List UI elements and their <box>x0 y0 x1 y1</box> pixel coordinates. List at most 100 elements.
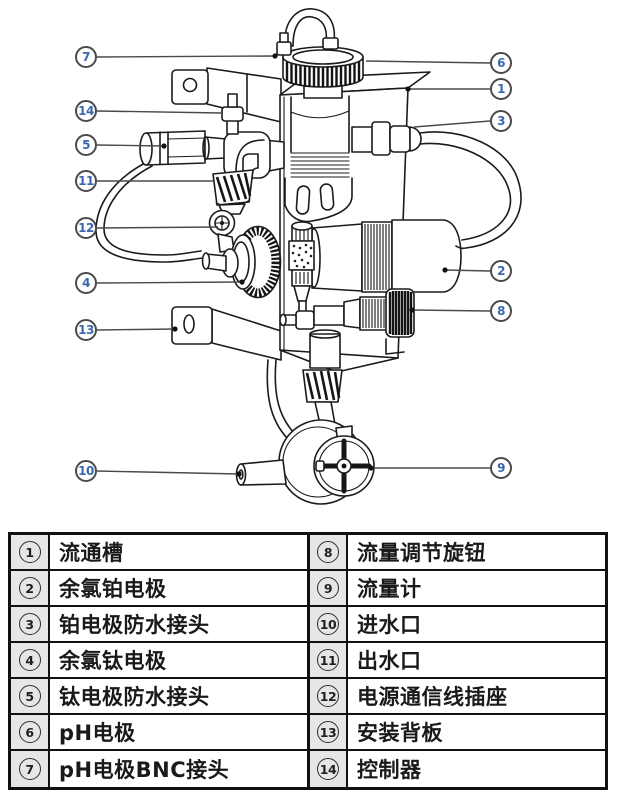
part-name: 余氯钛电极 <box>59 649 167 673</box>
callout-2: 2 <box>490 260 512 282</box>
ti-electrode-waterproof-connector <box>139 130 227 166</box>
part-name-cell: 流量计 <box>348 571 605 607</box>
part-name: 流通槽 <box>59 541 124 565</box>
part-number-badge: 7 <box>18 758 41 780</box>
flow-meter <box>235 419 375 505</box>
part-name: 安装背板 <box>357 721 443 745</box>
sample-valve <box>279 221 315 330</box>
callout-4-number: 4 <box>82 276 90 290</box>
callout-3-number: 3 <box>497 114 505 128</box>
callout-9-number: 9 <box>497 461 505 475</box>
callout-12: 12 <box>75 217 97 239</box>
mounting-bracket-bottom <box>171 306 282 361</box>
part-name: 余氯铂电极 <box>59 577 167 601</box>
part-name: 出水口 <box>357 649 422 673</box>
part-name: 流量调节旋钮 <box>357 541 486 565</box>
callout-5: 5 <box>75 134 97 156</box>
callout-10-number: 10 <box>78 464 94 478</box>
callout-5-number: 5 <box>82 138 90 152</box>
water-inlet-pipe <box>235 459 287 486</box>
flow-chamber <box>284 95 353 223</box>
part-name: 电源通信线插座 <box>357 685 508 709</box>
part-name: 铂电极防水接头 <box>59 613 210 637</box>
part-name: 流量计 <box>357 577 422 601</box>
callout-1-number: 1 <box>497 82 505 96</box>
part-name-cell: 进水口 <box>348 607 605 643</box>
callout-6-number: 6 <box>497 56 505 70</box>
part-number-cell: 11 <box>307 643 348 679</box>
callout-6: 6 <box>490 52 512 74</box>
callout-1: 1 <box>490 78 512 100</box>
part-number-badge: 2 <box>18 577 41 599</box>
callout-13-number: 13 <box>78 323 94 337</box>
part-number-badge: 9 <box>317 577 339 599</box>
ti-electrode-cable <box>95 161 204 263</box>
part-number-cell: 6 <box>11 715 50 751</box>
part-number-badge: 6 <box>18 721 41 743</box>
part-number-cell: 13 <box>307 715 348 751</box>
leader-lines <box>96 53 491 477</box>
part-number-badge: 14 <box>317 758 339 780</box>
callout-13: 13 <box>75 319 97 341</box>
residual-chlorine-pt-electrode <box>307 219 462 293</box>
part-number-cell: 7 <box>11 751 50 787</box>
part-number-cell: 14 <box>307 751 348 787</box>
flow-cell-line-drawing <box>95 8 522 505</box>
part-number-cell: 4 <box>11 643 50 679</box>
part-number-badge: 13 <box>317 721 339 743</box>
callout-12-number: 12 <box>78 221 94 235</box>
part-number-badge: 5 <box>18 685 41 707</box>
part-number-badge: 12 <box>317 685 339 707</box>
part-name: 控制器 <box>357 758 422 782</box>
pt-electrode-cable <box>419 131 522 250</box>
part-name-cell: 流通槽 <box>50 535 307 571</box>
callout-8: 8 <box>490 300 512 322</box>
part-name-cell: pH电极BNC接头 <box>50 751 307 787</box>
device-diagram: 7 14 5 11 12 4 13 10 6 1 3 2 8 9 <box>75 8 522 505</box>
part-name: 钛电极防水接头 <box>59 685 210 709</box>
part-name-cell: 余氯钛电极 <box>50 643 307 679</box>
part-name: 进水口 <box>357 613 422 637</box>
ph-electrode-bnc-connector <box>276 8 339 56</box>
pt-electrode-waterproof-connector <box>351 121 422 156</box>
part-name-cell: 流量调节旋钮 <box>348 535 605 571</box>
callout-11: 11 <box>75 170 97 192</box>
part-number-cell: 5 <box>11 679 50 715</box>
part-number-badge: 8 <box>317 541 339 563</box>
controller-cable-clamp <box>221 93 244 122</box>
residual-chlorine-ti-electrode <box>201 225 282 299</box>
callout-7-number: 7 <box>82 50 90 64</box>
part-number-cell: 3 <box>11 607 50 643</box>
part-name-cell: 钛电极防水接头 <box>50 679 307 715</box>
part-name-cell: 安装背板 <box>348 715 605 751</box>
part-name-cell: 铂电极防水接头 <box>50 607 307 643</box>
part-number-badge: 3 <box>18 613 41 635</box>
callout-14-number: 14 <box>78 104 94 118</box>
part-number-cell: 12 <box>307 679 348 715</box>
parts-table: 1 流通槽 8 流量调节旋钮 2 余氯铂电极 9 流量计 3 铂电极防水接头 1… <box>8 532 608 790</box>
part-name-cell: 余氯铂电极 <box>50 571 307 607</box>
power-socket-plug <box>208 203 246 253</box>
callout-8-number: 8 <box>497 304 505 318</box>
part-number-cell: 8 <box>307 535 348 571</box>
callout-4: 4 <box>75 272 97 294</box>
callout-11-number: 11 <box>78 174 94 188</box>
part-number-cell: 1 <box>11 535 50 571</box>
part-name-cell: pH电极 <box>50 715 307 751</box>
callout-3: 3 <box>490 110 512 132</box>
flow-adjust-knob <box>313 288 415 355</box>
callout-14: 14 <box>75 100 97 122</box>
part-name: pH电极BNC接头 <box>59 758 230 782</box>
part-name-cell: 出水口 <box>348 643 605 679</box>
callout-10: 10 <box>75 460 97 482</box>
callout-9: 9 <box>490 457 512 479</box>
part-number-cell: 2 <box>11 571 50 607</box>
part-number-cell: 9 <box>307 571 348 607</box>
callout-7: 7 <box>75 46 97 68</box>
callout-2-number: 2 <box>497 264 505 278</box>
part-name: pH电极 <box>59 721 136 745</box>
part-number-badge: 1 <box>18 541 41 563</box>
part-number-badge: 10 <box>317 613 339 635</box>
part-number-badge: 4 <box>18 649 41 671</box>
